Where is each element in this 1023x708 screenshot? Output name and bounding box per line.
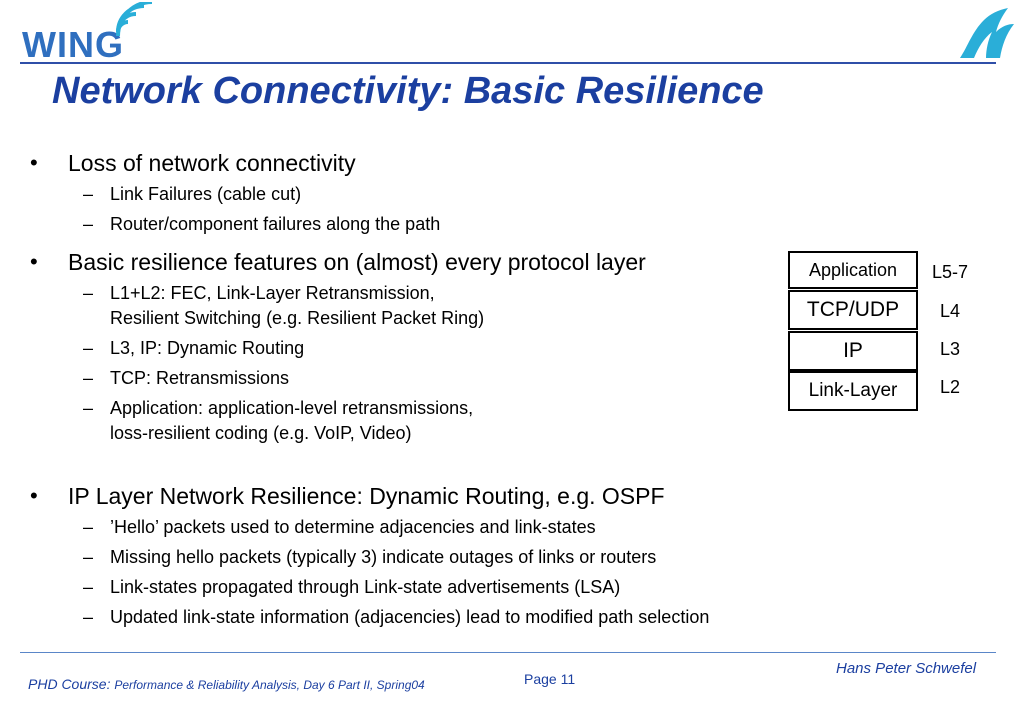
sub-bullet-text: Missing hello packets (typically 3) indi… xyxy=(110,547,657,567)
sub-bullet-text-continued: loss-resilient coding (e.g. VoIP, Video) xyxy=(110,423,412,443)
sub-bullet-text-continued: Resilient Switching (e.g. Resilient Pack… xyxy=(110,308,485,328)
stack-layer-application: Application xyxy=(788,251,918,289)
footer-course: PHD Course: Performance & Reliability An… xyxy=(28,676,425,692)
bullet-marker: • xyxy=(30,483,38,508)
dash-marker: – xyxy=(83,283,94,303)
footer-author: Hans Peter Schwefel xyxy=(836,660,977,677)
sub-bullet-text: ’Hello’ packets used to determine adjace… xyxy=(110,517,596,537)
wifi-signal-icon xyxy=(116,2,153,37)
footer-rule xyxy=(20,652,996,653)
dash-marker: – xyxy=(83,607,94,627)
stack-layer-name: Application xyxy=(808,260,898,280)
footer-course-label: PHD Course: xyxy=(28,676,111,692)
dash-marker: – xyxy=(83,398,94,418)
dash-marker: – xyxy=(83,547,94,567)
bullet-text: Basic resilience features on (almost) ev… xyxy=(68,249,646,275)
wing-logo-text: WING xyxy=(22,24,124,65)
slide-title: Network Connectivity: Basic Resilience xyxy=(52,70,764,112)
dash-marker: – xyxy=(83,184,94,204)
dash-marker: – xyxy=(83,214,94,234)
stack-layer-name: IP xyxy=(843,339,863,362)
stack-layer-name: Link-Layer xyxy=(808,380,898,401)
sub-bullet-text: TCP: Retransmissions xyxy=(110,368,290,388)
sub-bullet-text: Application: application-level retransmi… xyxy=(110,398,474,418)
footer-course-detail: Performance & Reliability Analysis, Day … xyxy=(114,678,425,692)
stack-layer-tcp-udp: TCP/UDP xyxy=(788,290,918,330)
page-number: Page 11 xyxy=(524,671,576,687)
stack-layer-label: L3 xyxy=(939,339,961,359)
stack-layer-link-layer: Link-Layer xyxy=(788,371,918,411)
bullet-text: Loss of network connectivity xyxy=(68,150,356,176)
wave-logo-icon xyxy=(960,8,1014,58)
bullet-marker: • xyxy=(30,249,38,274)
stack-layer-label: L5-7 xyxy=(931,262,969,282)
stack-layer-label: L2 xyxy=(939,377,961,397)
stack-layer-label: L4 xyxy=(939,301,961,321)
sub-bullet-text: Updated link-state information (adjacenc… xyxy=(110,607,710,627)
header-rule xyxy=(20,62,996,64)
dash-marker: – xyxy=(83,517,94,537)
bullet-text: IP Layer Network Resilience: Dynamic Rou… xyxy=(68,483,665,509)
dash-marker: – xyxy=(83,577,94,597)
sub-bullet-text: L3, IP: Dynamic Routing xyxy=(110,338,305,358)
dash-marker: – xyxy=(83,368,94,388)
sub-bullet-text: Link-states propagated through Link-stat… xyxy=(110,577,621,597)
sub-bullet-text: Router/component failures along the path xyxy=(110,214,441,234)
stack-layer-ip: IP xyxy=(788,331,918,371)
bullet-marker: • xyxy=(30,150,38,175)
stack-layer-name: TCP/UDP xyxy=(806,298,900,321)
dash-marker: – xyxy=(83,338,94,358)
sub-bullet-text: Link Failures (cable cut) xyxy=(110,184,302,204)
sub-bullet-text: L1+L2: FEC, Link-Layer Retransmission, xyxy=(110,283,435,303)
